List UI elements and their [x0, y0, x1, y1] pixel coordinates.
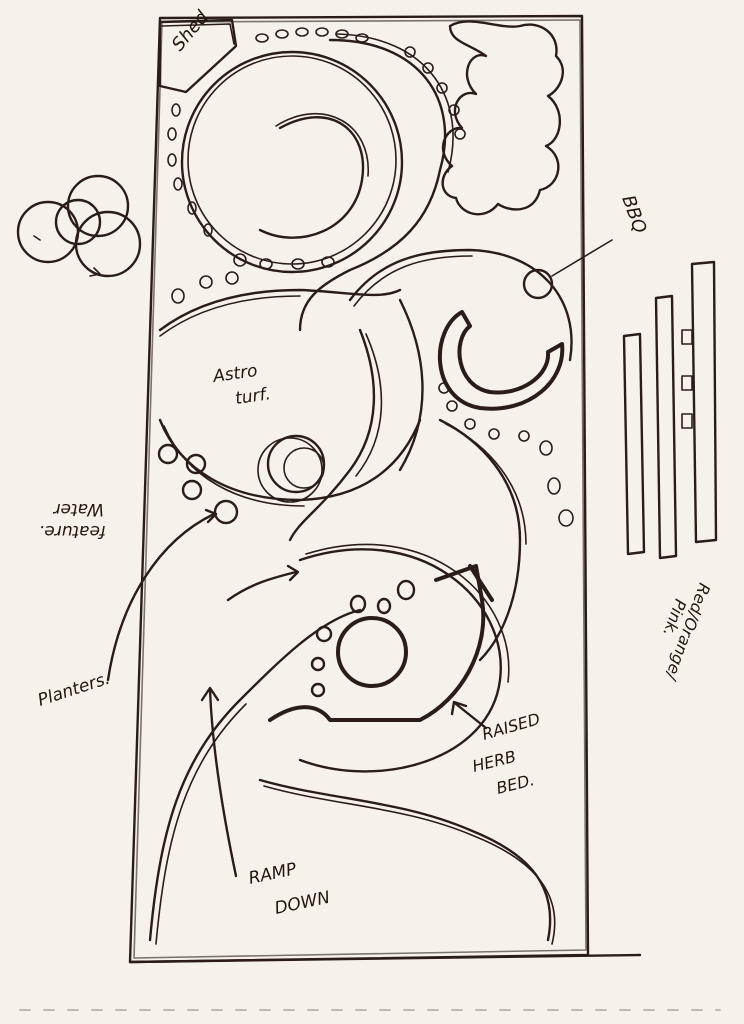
planters-label: Planters.: [35, 669, 112, 711]
water-feature: [257, 434, 326, 503]
shed-label: Shed: [168, 7, 214, 56]
ramp-down-label-line2: DOWN: [273, 888, 332, 919]
raised-herb-bed-label-line3: BED.: [494, 770, 536, 798]
path-arrows: [106, 508, 488, 878]
ramp-down-label-line1: RAMP: [247, 859, 299, 889]
raised-herb-bed-label-line2: HERB: [470, 747, 518, 776]
ring-doodle: [16, 174, 142, 278]
water-feature-label-line1: Water: [53, 499, 104, 519]
plant-strips: [622, 260, 718, 560]
stepping-stones-middle: [157, 382, 574, 527]
shed: [158, 18, 238, 94]
bbq-label: BBQ: [617, 193, 650, 237]
garden-boundary: [128, 14, 642, 964]
astro-turf-label-line1: Astro: [211, 361, 259, 387]
astro-turf-label-line2: turf.: [234, 384, 272, 409]
raised-herb-bed: [268, 564, 494, 722]
water-feature-label-line2: feature.: [39, 521, 106, 541]
bbq-crescent: [437, 239, 613, 411]
upper-spiral: [180, 33, 454, 332]
tree-canopy: [441, 20, 564, 216]
stepping-stones-top: [167, 27, 466, 304]
